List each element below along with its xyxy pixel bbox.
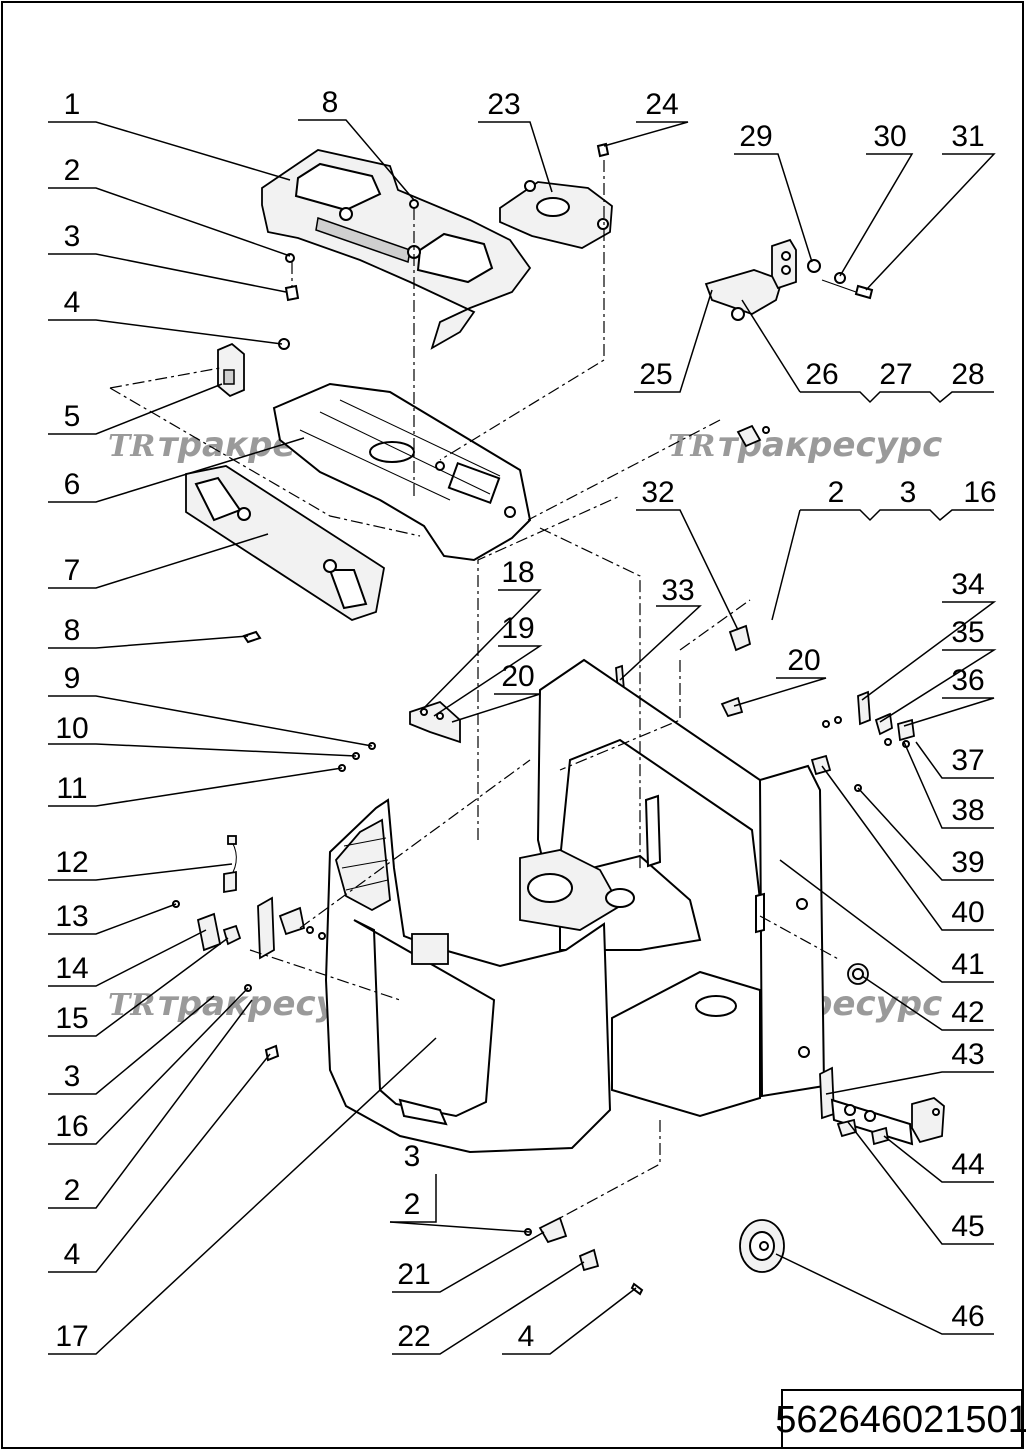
callout-label: 37 [951,744,984,777]
front-panel-part [185,465,385,621]
callout-label: 21 [397,1258,430,1291]
clip-20-part [720,696,744,718]
callout-label: 3 [64,220,81,253]
fuse-bracket-part [819,1066,945,1146]
top-plate-part [499,180,613,249]
callout-label: 27 [879,358,912,391]
callout-label: 5 [64,400,81,433]
sensor-13-16-parts [172,896,326,992]
callout-label: 29 [739,120,772,153]
callout-label: 26 [805,358,838,391]
callout-label: 20 [501,660,534,693]
callout-label: 3 [900,476,917,509]
connector-block-part [704,238,874,321]
callout-label: 45 [951,1210,984,1243]
callout-label: 10 [55,712,88,745]
clip-32-part [728,624,752,652]
watermark: TR тракресурс [668,425,942,465]
callout-label: 23 [487,88,520,121]
callout-label: 40 [951,896,984,929]
callout-label: 41 [951,948,984,981]
callout-label: 16 [963,476,996,509]
clip-40-part [810,754,832,776]
screw-8a-part [409,199,419,209]
callout-label: 33 [661,574,694,607]
small-clip-part [736,424,770,448]
callout-label: 44 [951,1148,984,1181]
drawing-code-box: 562646021501 [775,1389,1026,1449]
callout-label: 24 [645,88,678,121]
callout-label: 13 [55,900,88,933]
callout-label: 15 [55,1002,88,1035]
callout-label: 4 [518,1320,535,1353]
svg-text:TR: TR [108,429,155,464]
callout-label: 14 [55,952,88,985]
callout-label: 20 [787,644,820,677]
callout-label: 22 [397,1320,430,1353]
callout-label: 42 [951,996,984,1029]
bracket-18-part [409,700,461,744]
callout-label: 28 [951,358,984,391]
callout-label: 16 [55,1110,88,1143]
callout-label: 6 [64,468,81,501]
callout-label: 3 [404,1140,421,1173]
callout-label: 30 [873,120,906,153]
callout-label: 25 [639,358,672,391]
bolt-3-part [284,284,300,302]
callout-label: 9 [64,662,81,695]
callout-label: 2 [828,476,845,509]
relay-parts [822,690,915,748]
callout-label: 7 [64,554,81,587]
callout-label: 34 [951,568,984,601]
callout-label: 35 [951,616,984,649]
assembly-lines [109,160,841,1219]
callout-label: 2 [64,154,81,187]
callout-label: 32 [641,476,674,509]
callout-label: 4 [64,286,81,319]
bracket-5-part [217,342,245,398]
callout-label: 38 [951,794,984,827]
callout-label: 2 [64,1174,81,1207]
callout-label: 17 [55,1320,88,1353]
top-cover-part [261,149,532,350]
callout-label: 4 [64,1238,81,1271]
callout-label: 8 [322,86,339,119]
leader-lines [48,119,997,1355]
frame-bracket-part [272,382,532,562]
callout-label: 18 [501,556,534,589]
housing-back-panel-part [519,658,826,1118]
horn-46-part [739,1219,785,1273]
svg-text:TR: TR [108,988,155,1023]
clip-21-22-parts [524,1216,644,1296]
callout-label: 3 [64,1060,81,1093]
callout-label: 12 [55,846,88,879]
callout-label: 46 [951,1300,984,1333]
front-shell-part [324,798,612,1154]
callout-label: 2 [404,1188,421,1221]
cable-12-part [223,835,237,894]
grommet-42-part [847,963,869,985]
callout-label: 19 [501,612,534,645]
callout-label: 31 [951,120,984,153]
callout-label: 43 [951,1038,984,1071]
callout-label: 39 [951,846,984,879]
bolt-24-part [596,142,610,158]
callout-label: 8 [64,614,81,647]
callout-label: 36 [951,664,984,697]
callout-label: 11 [56,772,87,805]
screw-8b-part [242,630,262,644]
callout-label: 1 [64,88,81,121]
drawing-code: 562646021501 [775,1399,1026,1441]
